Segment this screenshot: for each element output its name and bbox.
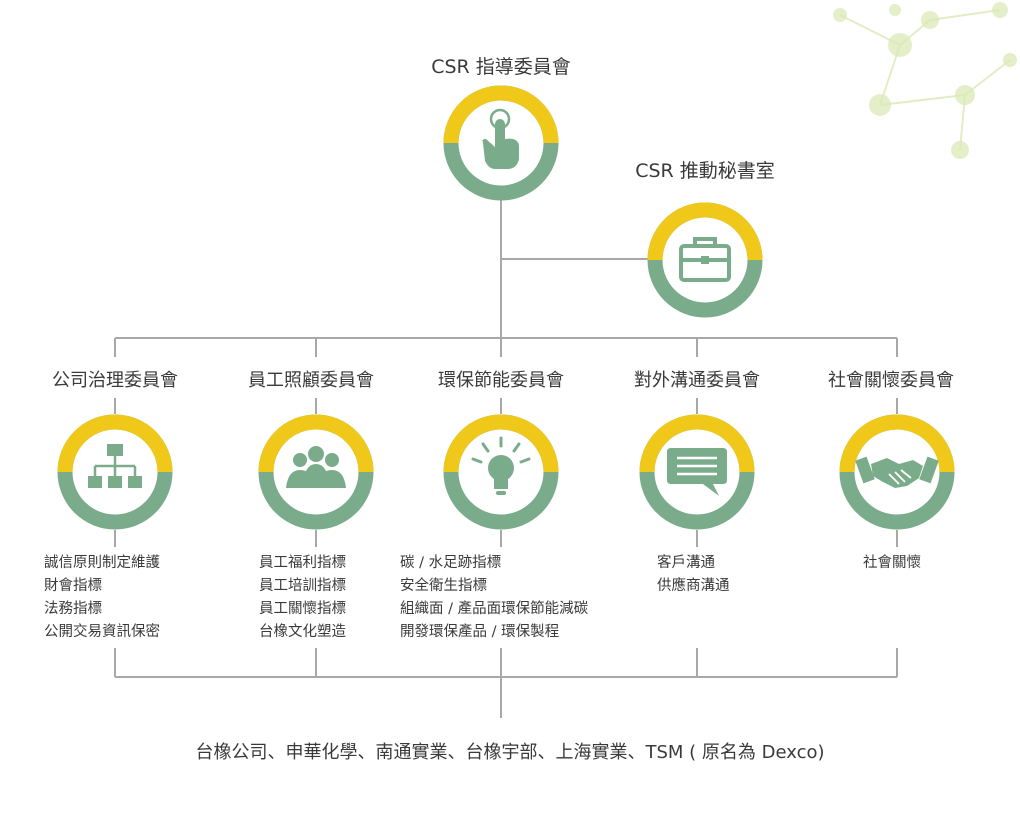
committee-title-social-care: 社會關懷委員會 xyxy=(828,370,954,391)
committee-title-governance: 公司治理委員會 xyxy=(52,370,178,391)
committee-title-employee-care: 員工照顧委員會 xyxy=(248,370,374,391)
list-item: 員工福利指標 xyxy=(259,555,346,571)
speech-bubble-icon xyxy=(667,448,727,496)
committee-items-environment: 碳 / 水足跡指標 安全衛生指標 組織面 / 產品面環保節能減碳 開發環保產品 … xyxy=(400,552,588,644)
committee-items-social-care: 社會關懷 xyxy=(863,552,921,575)
list-item: 客戶溝通 xyxy=(657,555,715,571)
list-item: 員工關懷指標 xyxy=(259,601,346,617)
org-chart-icon xyxy=(88,444,142,488)
list-item: 安全衛生指標 xyxy=(400,578,487,594)
tap-finger-icon xyxy=(482,108,519,169)
member-companies: 台橡公司、申華化學、南通實業、台橡宇部、上海實業、TSM ( 原名為 Dexco… xyxy=(195,742,825,763)
list-item: 組織面 / 產品面環保節能減碳 xyxy=(400,601,589,617)
secretariat-title: CSR 推動秘書室 xyxy=(635,160,775,182)
list-item: 法務指標 xyxy=(44,601,102,617)
people-group-icon xyxy=(286,446,346,488)
committee-items-employee-care: 員工福利指標 員工培訓指標 員工關懷指標 台橡文化塑造 xyxy=(259,552,346,644)
briefcase-icon xyxy=(679,237,731,282)
list-item: 員工培訓指標 xyxy=(259,578,346,594)
committee-items-communication: 客戶溝通 供應商溝通 xyxy=(657,552,730,598)
list-item: 台橡文化塑造 xyxy=(259,624,346,640)
list-item: 開發環保產品 / 環保製程 xyxy=(400,624,560,640)
committee-title-environment: 環保節能委員會 xyxy=(438,370,564,391)
committee-title-communication: 對外溝通委員會 xyxy=(634,370,760,391)
list-item: 社會關懷 xyxy=(863,555,921,571)
committee-node-governance xyxy=(57,414,173,530)
top-committee-title: CSR 指導委員會 xyxy=(431,56,571,78)
list-item: 碳 / 水足跡指標 xyxy=(400,555,502,571)
secretariat-node xyxy=(647,202,763,318)
list-item: 公開交易資訊保密 xyxy=(44,624,160,640)
decorative-molecule-pattern xyxy=(833,2,1017,159)
committee-node-communication xyxy=(639,414,755,530)
list-item: 供應商溝通 xyxy=(657,578,730,594)
handshake-icon xyxy=(855,456,939,488)
committee-node-employee-care xyxy=(258,414,374,530)
list-item: 財會指標 xyxy=(44,578,102,594)
top-committee-node xyxy=(443,85,559,201)
committee-node-social-care xyxy=(839,414,955,530)
committee-node-environment xyxy=(443,414,559,530)
list-item: 誠信原則制定維護 xyxy=(44,555,160,571)
committee-items-governance: 誠信原則制定維護 財會指標 法務指標 公開交易資訊保密 xyxy=(44,552,160,644)
lightbulb-icon xyxy=(471,436,531,495)
